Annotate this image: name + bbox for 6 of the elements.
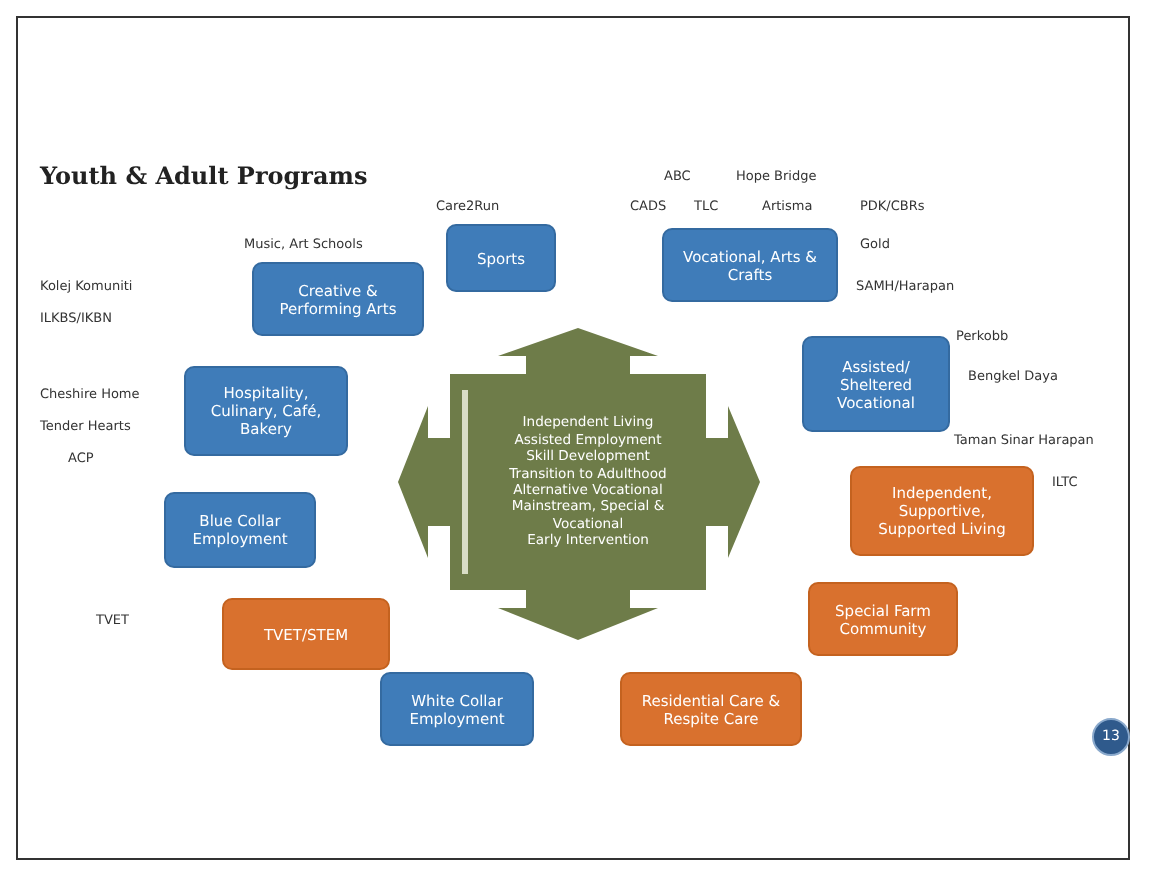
slide-title: Youth & Adult Programs <box>40 162 368 190</box>
core-services-box <box>450 374 706 590</box>
block-arrow <box>398 406 450 558</box>
block-arrow <box>706 406 760 558</box>
block-arrow <box>498 590 658 640</box>
block-arrow <box>498 328 658 374</box>
